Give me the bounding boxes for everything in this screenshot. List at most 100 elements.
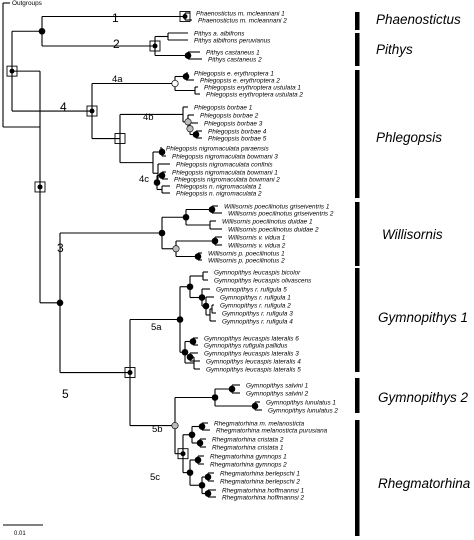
taxon-label: Willisornis p. poecilinotus 1 [208,250,285,257]
clade-number: 5c [150,472,160,483]
node-dot-marker [176,316,184,323]
taxon-label: Pithys castaneus 2 [208,56,262,63]
clade-number: 5 [62,387,69,401]
clade-number: 5a [151,322,162,333]
node-dot-marker [211,237,219,245]
node-dot-marker [198,423,206,430]
taxon-label: Willisornis poecilinotus griseiventris 2 [228,210,334,217]
node-dot-marker [196,439,204,447]
clade-number: 3 [57,241,64,255]
node-box-marker [177,448,189,460]
node-markers [6,11,259,497]
node-gray-marker [171,422,179,430]
taxon-label: Gymnopithys rufigula pallidus [204,342,288,349]
node-open-marker [171,79,179,88]
group-bar [355,33,360,66]
taxon-label: Gymnopithys r. rufigula 2 [220,302,291,309]
group-label: Phlegopsis [376,130,442,145]
group-bars: PhaenostictusPithysPhlegopsisWillisornis… [355,12,471,536]
node-box-marker [34,181,46,193]
node-dot-marker [158,148,166,156]
taxon-label: Gymnopithys r. rufigula 3 [222,310,293,317]
node-dot-marker [198,481,206,489]
node-dot-marker [211,394,219,401]
node-dot-marker [184,52,192,59]
clade-number: 4b [143,112,154,123]
taxon-label: Rhegmatorhina berlepschi 1 [220,470,300,477]
node-dot-marker [158,172,166,179]
taxon-label: Rhegmatorhina cristata 2 [212,436,284,443]
node-dot-marker [202,302,210,310]
taxon-label: Willisornis poecilinotus griseiventris 1 [224,203,330,210]
taxon-label: Phlegopsis nigromaculata confinis [176,161,273,168]
node-dot-marker [251,402,259,410]
node-dot-marker [38,27,46,35]
taxon-label: Gymnopithys leucaspis lateralis 3 [204,350,299,357]
node-box-marker [6,65,18,77]
taxon-label: Phlegopsis nigromaculata bowmani 3 [172,153,278,160]
group-bar [355,378,360,413]
taxon-label: Gymnopithys leucaspis olivascens [214,277,312,284]
taxon-label: Rhegmatorhina gymnops 1 [210,453,287,460]
node-dot-marker [56,299,64,307]
taxon-label: Rhegmatorhina hoffmannsi 1 [222,487,305,494]
node-dot-marker [194,456,202,464]
clade-number: 4c [139,174,149,185]
taxon-label: Phlegopsis erythroptera ustulata 1 [204,84,301,91]
node-dot-marker [194,253,202,260]
group-label: Gymnopithys 2 [378,390,469,405]
taxon-label: Phlegopsis nigromaculata paraensis [166,145,269,152]
node-dot-marker [182,213,190,221]
taxon-label: Phlegopsis borbae 2 [200,112,259,119]
taxon-label: Phlegopsis nigromaculata bowmani 1 [172,169,278,176]
taxon-label: Phaenostictus m. mcleannani 1 [196,10,285,17]
taxon-label: Gymnopithys r. rufigula 5 [216,286,287,293]
taxon-label: Rhegmatorhina hoffmannsi 2 [222,494,305,501]
node-box-marker [114,133,126,144]
taxon-label: Gymnopithys leucaspis lateralis 6 [204,335,299,342]
node-dot-marker [208,206,216,213]
group-label: Pithys [376,42,413,57]
clade-number: 2 [113,37,120,51]
taxon-label: Phlegopsis e. erythroptera 2 [200,77,280,84]
taxon-label: Gymnopithys leucaspis lateralis 4 [206,358,301,365]
clade-number: 1 [112,11,119,25]
taxon-label: Gymnopithys lunulatus 2 [268,407,338,414]
taxon-label: Phlegopsis nigromaculata bowmani 2 [174,176,280,183]
node-dot-marker [192,131,200,138]
taxon-label: Gymnopithys leucaspis bicolor [214,269,301,276]
node-dot-marker [189,338,197,345]
taxon-label: Rhegmatorhina berlepschi 2 [220,478,300,485]
group-bar [355,268,360,372]
taxon-label: Phlegopsis n. nigromaculata 2 [176,190,262,197]
node-dot-marker [186,353,194,361]
node-gray-marker [172,245,180,253]
group-bar [355,12,360,30]
node-dot-marker [181,348,189,356]
group-label: Willisornis [382,227,443,242]
taxon-label: Gymnopithys salvini 1 [246,382,309,389]
taxon-label: Phlegopsis erythroptera ustulata 2 [206,91,303,98]
node-dot-marker [89,108,95,114]
node-dot-marker [180,451,186,457]
clade-number: 5b [152,424,163,435]
taxon-label: Pithys a. albifrons [194,30,245,37]
node-dot-marker [153,179,161,186]
node-dot-marker [228,385,236,393]
taxon-label: Phlegopsis e. erythroptera 1 [194,70,274,77]
taxon-label: Phlegopsis borbae 5 [208,135,267,142]
node-dot-marker [37,184,43,190]
node-dot-marker [127,370,133,376]
node-dot-marker [152,43,158,49]
taxon-label: Pithys albifrons peruvianus [194,37,271,44]
group-bar [355,420,360,536]
taxon-label: Willisornis p. poecilinotus 2 [208,257,285,264]
node-dot-marker [186,469,194,476]
node-gray-marker [184,118,192,126]
node-dot-marker [198,294,206,301]
node-box-marker [124,367,136,378]
taxon-label: Phaenostictus m. mcleannani 2 [198,17,287,24]
